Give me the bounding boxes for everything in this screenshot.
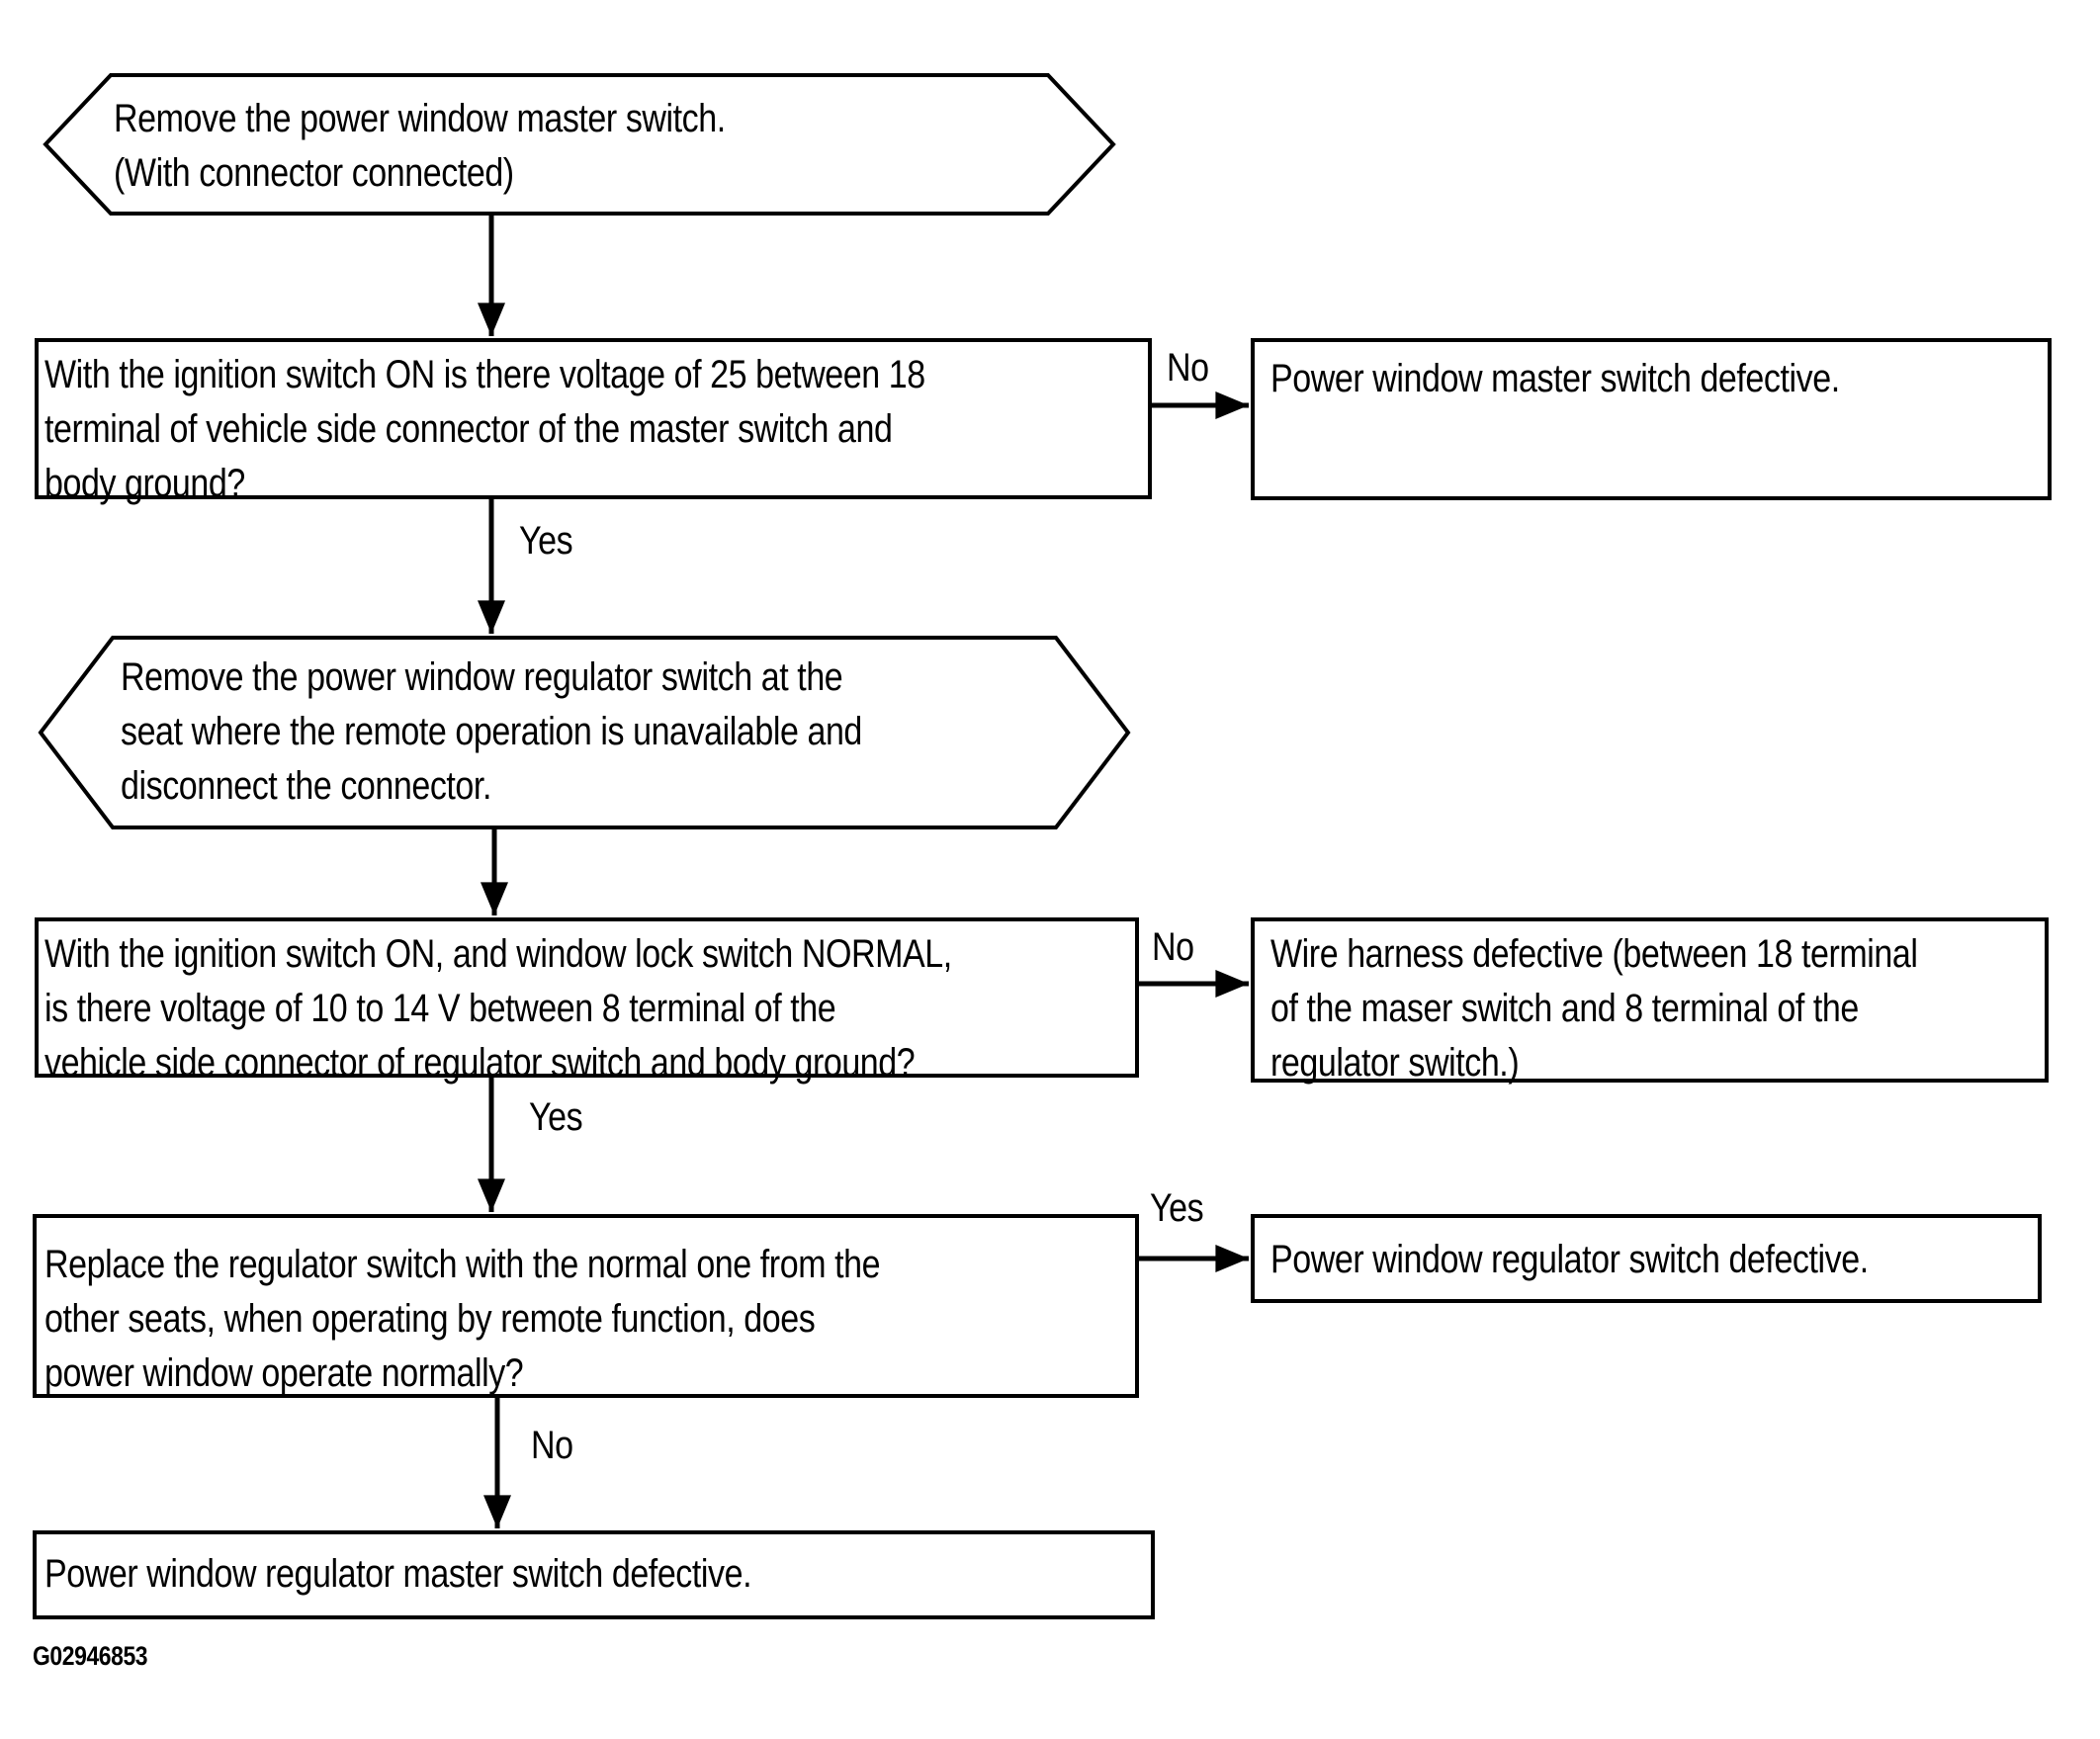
question-2-text: With the ignition switch ON, and window … — [44, 932, 952, 1085]
result-2-text: Wire harness defective (between 18 termi… — [1270, 932, 1918, 1085]
edge-label-yes-2: Yes — [529, 1095, 583, 1139]
step-2-text: Remove the power window regulator switch… — [121, 655, 862, 808]
question-1-text: With the ignition switch ON is there vol… — [44, 353, 925, 505]
step-1-text: Remove the power window master switch. (… — [114, 97, 726, 195]
edge-label-no-2: No — [1152, 925, 1194, 969]
question-3-text: Replace the regulator switch with the no… — [44, 1243, 881, 1395]
edge-label-yes-3: Yes — [1150, 1186, 1204, 1230]
result-1-box — [1251, 338, 2052, 500]
figure-code: G02946853 — [33, 1641, 148, 1671]
result-3-text: Power window regulator switch defective. — [1270, 1238, 1869, 1281]
edge-label-no-3: No — [531, 1424, 573, 1467]
result-4-text: Power window regulator master switch def… — [44, 1552, 752, 1596]
edge-label-yes-1: Yes — [519, 519, 573, 563]
question-1-box — [35, 338, 1152, 499]
result-3-box — [1251, 1214, 2042, 1303]
question-3-box — [33, 1214, 1139, 1398]
result-4-box — [33, 1530, 1155, 1619]
result-2-box — [1251, 917, 2049, 1083]
question-2-box — [35, 917, 1139, 1078]
hexagon-step-2 — [38, 636, 1131, 829]
edge-label-no-1: No — [1167, 346, 1209, 390]
result-1-text: Power window master switch defective. — [1270, 357, 1840, 400]
hexagon-step-1 — [43, 73, 1116, 216]
